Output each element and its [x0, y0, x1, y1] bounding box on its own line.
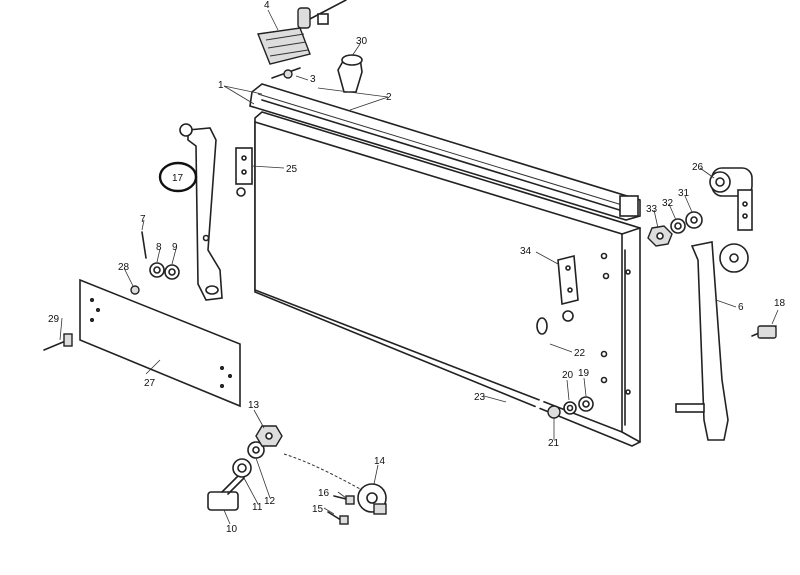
- callout-28: 28: [118, 262, 130, 273]
- callout-22: 22: [574, 348, 586, 359]
- screws-15-16: [327, 495, 355, 525]
- callout-20: 20: [562, 370, 574, 381]
- callout-29: 29: [48, 314, 60, 325]
- leader-lines: [59, 9, 779, 525]
- callout-34: 34: [520, 246, 532, 257]
- callout-33: 33: [646, 204, 658, 215]
- latch-26-set: [647, 167, 753, 247]
- callout-10: 10: [226, 524, 238, 535]
- callout-14: 14: [374, 456, 386, 467]
- callout-9: 9: [172, 242, 178, 253]
- callout-8: 8: [156, 242, 162, 253]
- callout-15: 15: [312, 504, 324, 515]
- main-panel: [254, 111, 641, 447]
- callout-17: 17: [172, 173, 184, 184]
- side-arm-17: [179, 123, 223, 301]
- pivot-14: [283, 453, 387, 515]
- strap-27: [79, 278, 241, 408]
- nut-28: [130, 285, 140, 295]
- callout-18: 18: [774, 298, 786, 309]
- top-rail: [249, 83, 641, 221]
- bolt-18: [751, 325, 777, 339]
- callout-6: 6: [738, 302, 744, 313]
- callout-3: 3: [310, 74, 316, 85]
- callout-2: 2: [386, 92, 392, 103]
- hinge-bracket-34: [557, 254, 579, 322]
- callout-32: 32: [662, 198, 674, 209]
- callout-31: 31: [678, 188, 690, 199]
- callout-16: 16: [318, 488, 330, 499]
- callout-19: 19: [578, 368, 590, 379]
- callout-7: 7: [140, 214, 146, 225]
- callout-13: 13: [248, 400, 260, 411]
- callout-labels: 1 2 3 4 30 25 17 7 8 9 28 29 27 34 26 31…: [48, 0, 786, 535]
- callout-25: 25: [286, 164, 298, 175]
- callout-23: 23: [474, 392, 486, 403]
- hinge-bracket-25: [235, 147, 253, 197]
- callout-27: 27: [144, 378, 156, 389]
- callout-1: 1: [218, 80, 224, 91]
- side-arm-6: [675, 241, 749, 441]
- callout-30: 30: [356, 36, 368, 47]
- rod-23: [376, 317, 549, 517]
- callout-4: 4: [264, 0, 270, 11]
- pad-4-set: [257, 0, 363, 93]
- callout-21: 21: [548, 438, 560, 449]
- callout-11: 11: [252, 502, 263, 513]
- callout-12: 12: [264, 496, 276, 507]
- highlight-circle: [158, 161, 198, 193]
- callout-26: 26: [692, 162, 704, 173]
- pin-7-set: [141, 231, 180, 280]
- bolt-29: [43, 333, 73, 351]
- bolt-stack-10-13: [207, 425, 283, 511]
